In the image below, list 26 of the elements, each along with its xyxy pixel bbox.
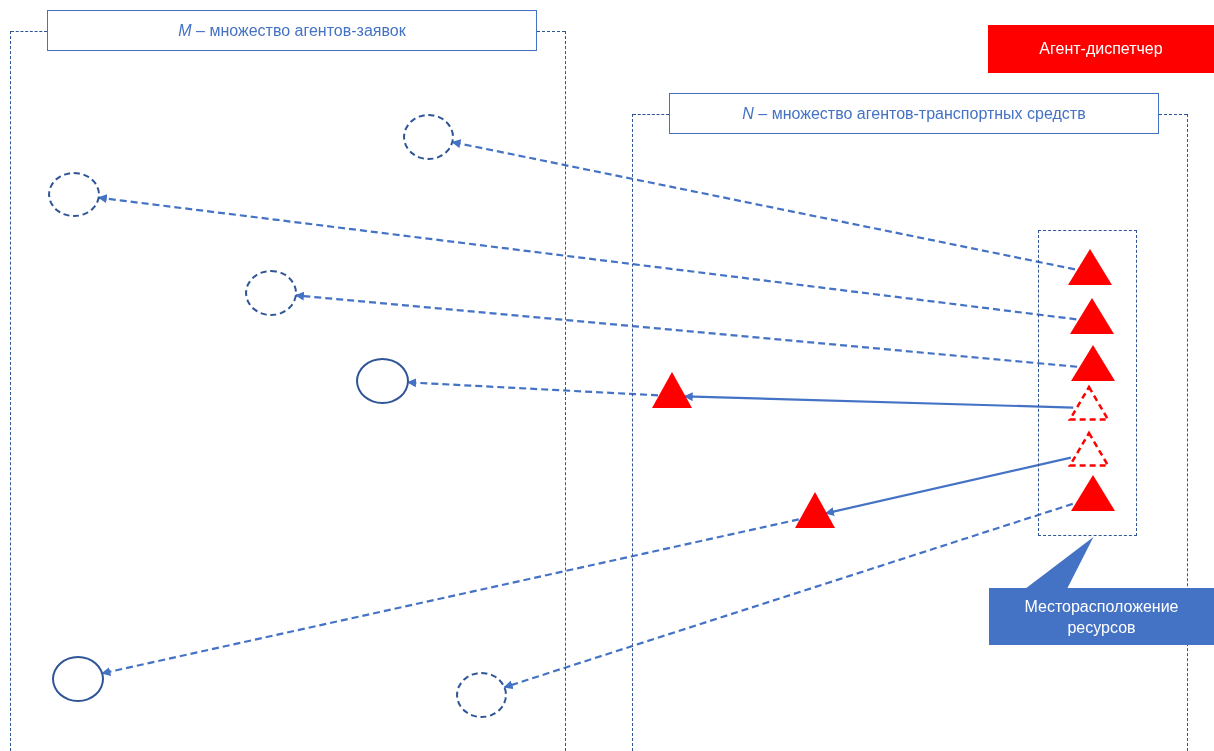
triangle-marker: [1070, 298, 1114, 334]
callout-pointer: [1025, 537, 1094, 589]
arrow: [97, 194, 1077, 321]
set-heading: M – множество агентов-заявок: [47, 10, 537, 51]
triangle-marker: [1071, 475, 1115, 511]
arrow: [294, 291, 1078, 368]
triangle-marker: [652, 372, 692, 408]
triangle-marker: [1068, 431, 1110, 467]
arrow: [451, 139, 1076, 271]
agent-circle: [403, 114, 454, 160]
dispatcher-agent-box: Агент-диспетчер: [988, 25, 1214, 73]
arrow: [407, 378, 659, 397]
agent-circle: [52, 656, 104, 702]
triangle-marker: [1068, 385, 1110, 421]
triangle-marker: [1071, 345, 1115, 381]
resource-location-frame: [1038, 230, 1137, 536]
agent-circle: [245, 270, 297, 316]
agent-circle: [48, 172, 100, 217]
agent-circle: [456, 672, 507, 718]
arrow: [101, 518, 800, 677]
arrow: [824, 456, 1072, 516]
set-heading: N – множество агентов-транспортных средств: [669, 93, 1159, 134]
arrow: [503, 502, 1074, 690]
triangle-marker: [795, 492, 835, 528]
agent-circle: [356, 358, 409, 404]
triangle-marker: [1068, 249, 1112, 285]
